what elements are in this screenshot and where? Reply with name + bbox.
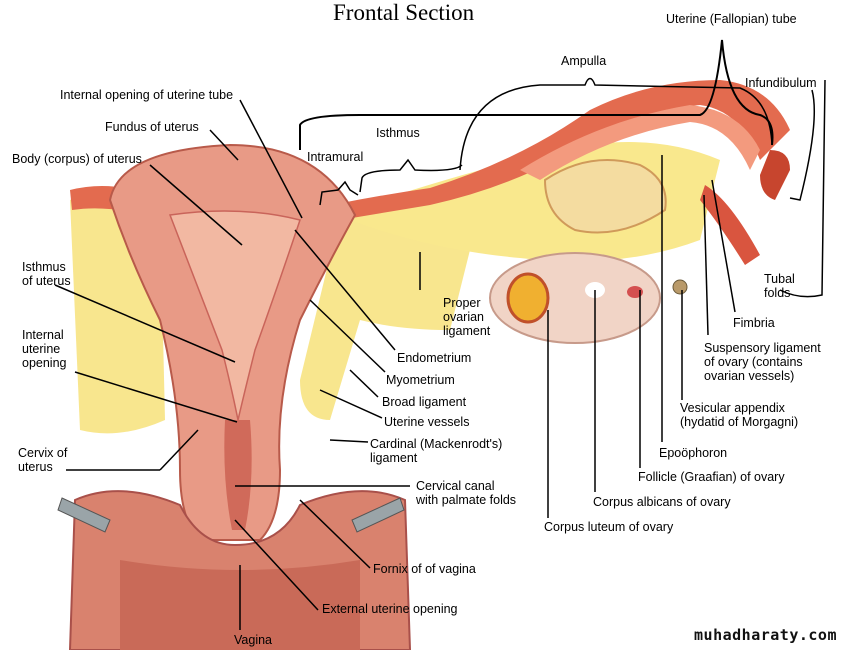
- bracket-tubal-folds: [779, 79, 826, 298]
- leader-lines: [54, 99, 736, 630]
- bracket-ampulla: [459, 77, 773, 171]
- label-tubal-folds: Tubal folds: [764, 272, 795, 300]
- bracket-intramural: [319, 180, 359, 206]
- label-endometrium: Endometrium: [397, 351, 472, 365]
- label-vagina: Vagina: [234, 633, 272, 647]
- label-suspensory-ligament: Suspensory ligament of ovary (contains o…: [704, 341, 821, 383]
- label-myometrium: Myometrium: [386, 373, 455, 387]
- label-proper-ovarian-ligament: Proper ovarian ligament: [443, 296, 491, 338]
- bracket-uterine-tube: [299, 39, 774, 150]
- vesicular-appendix-shape: [672, 279, 688, 295]
- label-isthmus-of-uterus: Isthmus of uterus: [22, 260, 71, 288]
- label-fundus: Fundus of uterus: [105, 120, 199, 134]
- retractor-right: [351, 497, 405, 533]
- broad-ligament-right: [300, 215, 470, 420]
- label-intramural: Intramural: [307, 150, 364, 164]
- label-internal-opening-tube: Internal opening of uterine tube: [60, 88, 234, 102]
- label-internal-uterine-opening: Internal uterine opening: [22, 328, 67, 370]
- cervical-canal: [224, 420, 252, 530]
- corpus-luteum-shape: [506, 272, 550, 324]
- label-cervical-canal: Cervical canal with palmate folds: [416, 479, 517, 507]
- retractor-left: [57, 497, 111, 533]
- label-ampulla: Ampulla: [561, 54, 607, 68]
- label-uterine-vessels: Uterine vessels: [384, 415, 470, 429]
- fimbria-shape: [700, 185, 760, 265]
- uterine-cavity: [168, 210, 301, 421]
- epoophoron-shape: [543, 159, 667, 234]
- label-external-uterine-opening: External uterine opening: [322, 602, 458, 616]
- label-epoophoron: Epoöphoron: [659, 446, 728, 460]
- label-uterine-tube: Uterine (Fallopian) tube: [666, 12, 797, 26]
- label-cervix: Cervix of uterus: [18, 446, 68, 474]
- label-cardinal-ligament: Cardinal (Mackenrodt's) ligament: [370, 437, 503, 465]
- label-body-of-uterus: Body (corpus) of uterus: [12, 152, 142, 166]
- bracket-infundibulum: [789, 89, 816, 201]
- label-fornix: Fornix of of vagina: [373, 562, 476, 576]
- tube-ampulla-inner: [520, 105, 760, 180]
- tubal-folds-shape: [760, 150, 790, 200]
- label-corpus-luteum: Corpus luteum of ovary: [544, 520, 674, 534]
- label-fimbria: Fimbria: [733, 316, 775, 330]
- label-isthmus: Isthmus: [376, 126, 420, 140]
- label-broad-ligament: Broad ligament: [382, 395, 467, 409]
- label-infundibulum: Infundibulum: [745, 76, 817, 90]
- label-corpus-albicans: Corpus albicans of ovary: [593, 495, 731, 509]
- fallopian-tube: [300, 80, 790, 225]
- label-vesicular-appendix: Vesicular appendix (hydatid of Morgagni): [680, 401, 799, 429]
- diagram-title: Frontal Section: [333, 0, 475, 25]
- bracket-isthmus: [359, 158, 463, 193]
- watermark: muhadharaty.com: [694, 626, 837, 644]
- follicle-shape: [627, 286, 643, 298]
- label-follicle: Follicle (Graafian) of ovary: [638, 470, 785, 484]
